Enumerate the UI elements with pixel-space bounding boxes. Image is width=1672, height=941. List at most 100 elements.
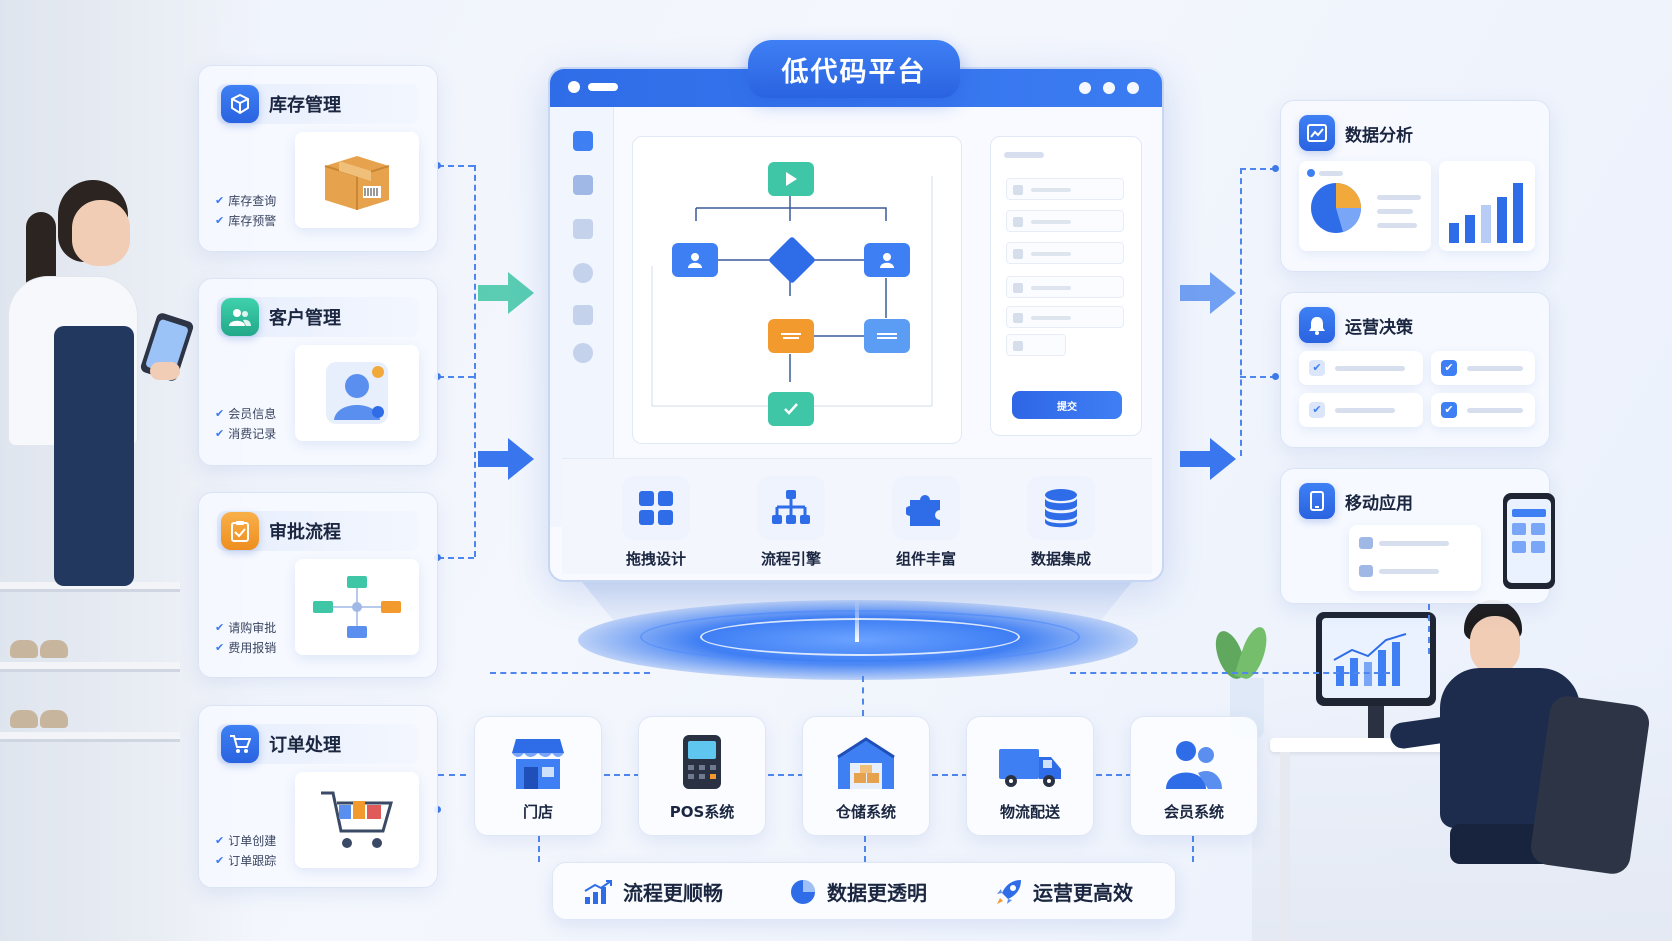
gear-icon[interactable] xyxy=(573,343,593,363)
arrow-right-icon xyxy=(1180,272,1236,314)
arrow-right-icon xyxy=(1180,438,1236,480)
connector-line xyxy=(1240,168,1276,170)
system-label: 会员系统 xyxy=(1163,803,1224,821)
decision-item[interactable]: ✔ xyxy=(1431,351,1535,385)
image-icon[interactable] xyxy=(573,305,593,325)
form-field[interactable] xyxy=(1006,210,1124,232)
check-icon: ✔ xyxy=(1441,360,1457,376)
growth-chart-icon xyxy=(584,879,612,904)
grid-icon[interactable] xyxy=(573,175,593,195)
window-control-icon[interactable] xyxy=(1127,82,1139,94)
user-node-icon[interactable] xyxy=(672,243,718,277)
module-card-approval[interactable]: 审批流程 ✔请购审批 ✔费用报销 xyxy=(198,492,438,678)
store-shelf xyxy=(0,732,180,742)
pie-chart-icon xyxy=(791,879,815,904)
window-control-icon[interactable] xyxy=(1079,82,1091,94)
store-clerk-illustration xyxy=(0,176,200,586)
submit-button[interactable]: 提交 xyxy=(1012,391,1122,419)
feature-label: 流程引擎 xyxy=(760,550,821,568)
decision-item[interactable]: ✔ xyxy=(1299,351,1423,385)
store-shelf xyxy=(0,662,180,672)
module-card-inventory[interactable]: 库存管理 ✔库存查询 ✔库存预警 xyxy=(198,65,438,252)
arrow-right-icon xyxy=(478,438,534,480)
check-icon: ✔ xyxy=(215,640,225,654)
form-field[interactable] xyxy=(1006,334,1066,356)
check-icon: ✔ xyxy=(1441,402,1457,418)
form-field[interactable] xyxy=(1006,276,1124,298)
system-members[interactable]: 会员系统 xyxy=(1130,716,1258,836)
truck-icon xyxy=(967,717,1093,791)
workflow-diagram-icon xyxy=(295,559,419,655)
system-warehouse[interactable]: 仓储系统 xyxy=(802,716,930,836)
system-pos[interactable]: POS系统 xyxy=(638,716,766,836)
connector-line xyxy=(538,836,540,862)
module-item: 订单创建 xyxy=(228,833,277,848)
check-icon: ✔ xyxy=(215,213,225,227)
module-card-order[interactable]: 订单处理 ✔订单创建 ✔订单跟踪 xyxy=(198,705,438,888)
connector-line xyxy=(1240,168,1242,456)
check-icon: ✔ xyxy=(1309,360,1325,376)
shoe-decoration xyxy=(10,710,38,728)
module-title: 库存管理 xyxy=(269,95,341,116)
check-icon: ✔ xyxy=(1309,402,1325,418)
module-card-customer[interactable]: 客户管理 ✔会员信息 ✔消费记录 xyxy=(198,278,438,466)
bar-chart-icon xyxy=(1449,183,1523,243)
smartphone-icon xyxy=(1503,493,1555,589)
feature-label: 数据集成 xyxy=(1030,550,1091,568)
warehouse-icon xyxy=(803,717,929,791)
module-card-mobile-app[interactable]: 移动应用 xyxy=(1280,468,1555,604)
bar-chart-widget xyxy=(1439,161,1535,251)
system-label: 仓储系统 xyxy=(835,803,896,821)
database-icon xyxy=(1027,476,1095,540)
bell-icon xyxy=(1299,307,1335,343)
benefits-bar: 流程更顺畅 数据更透明 运营更高效 xyxy=(552,862,1176,920)
connector-line xyxy=(932,774,968,776)
form-field[interactable] xyxy=(1006,178,1124,200)
pedestal-beam xyxy=(855,598,859,642)
window-control-icon[interactable] xyxy=(1103,82,1115,94)
end-node-check-icon[interactable] xyxy=(768,392,814,426)
decision-item[interactable]: ✔ xyxy=(1299,393,1423,427)
connector-line xyxy=(768,774,804,776)
start-node-play-icon[interactable] xyxy=(768,162,814,196)
task-node[interactable] xyxy=(864,319,910,353)
task-node[interactable] xyxy=(768,319,814,353)
module-title: 订单处理 xyxy=(269,735,341,756)
connector-line xyxy=(490,672,650,674)
feature-data-integration[interactable]: 数据集成 xyxy=(1001,476,1121,569)
decision-item[interactable]: ✔ xyxy=(1431,393,1535,427)
monitor-chart-icon xyxy=(1333,633,1407,686)
module-title: 运营决策 xyxy=(1345,317,1413,338)
flow-engine-icon xyxy=(757,476,825,540)
feature-flow-engine[interactable]: 流程引擎 xyxy=(731,476,851,569)
arrow-right-icon xyxy=(478,272,534,314)
dashboard-icon[interactable] xyxy=(573,131,593,151)
drag-design-icon xyxy=(622,476,690,540)
module-item: 费用报销 xyxy=(228,640,277,655)
phone-icon xyxy=(1299,483,1335,519)
pie-chart-widget xyxy=(1299,161,1431,251)
platform-title: 低代码平台 xyxy=(781,56,927,88)
system-store[interactable]: 门店 xyxy=(474,716,602,836)
system-label: 物流配送 xyxy=(999,803,1060,821)
module-item: 消费记录 xyxy=(228,426,277,441)
module-title: 移动应用 xyxy=(1345,493,1413,514)
connector-line xyxy=(438,557,474,559)
feature-components[interactable]: 组件丰富 xyxy=(866,476,986,569)
benefit-item: 流程更顺畅 xyxy=(583,877,723,906)
shoe-decoration xyxy=(40,710,68,728)
module-card-ops-decision[interactable]: 运营决策 ✔ ✔ ✔ ✔ xyxy=(1280,292,1550,448)
module-item: 会员信息 xyxy=(228,406,277,421)
users-icon xyxy=(221,298,259,336)
system-logistics[interactable]: 物流配送 xyxy=(966,716,1094,836)
grid-icon[interactable] xyxy=(573,219,593,239)
feature-drag-design[interactable]: 拖拽设计 xyxy=(596,476,716,569)
module-card-data-analysis[interactable]: 数据分析 xyxy=(1280,100,1550,272)
user-node-icon[interactable] xyxy=(864,243,910,277)
user-icon[interactable] xyxy=(573,263,593,283)
check-icon: ✔ xyxy=(215,620,225,634)
form-header xyxy=(1004,152,1044,158)
form-field[interactable] xyxy=(1006,242,1124,264)
package-box-icon xyxy=(295,132,419,228)
form-field[interactable] xyxy=(1006,306,1124,328)
